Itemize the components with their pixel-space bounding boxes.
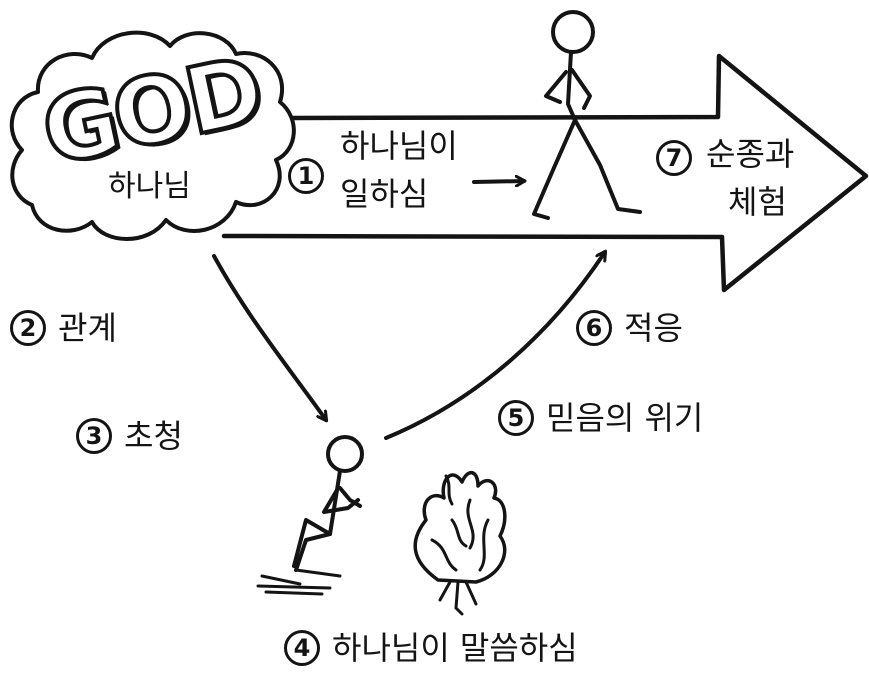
step-1-line-2: 일하심 — [340, 175, 429, 213]
step-4: 4 하나님이 말씀하심 — [284, 630, 578, 666]
step-number-badge: 4 — [284, 630, 320, 666]
big-arrow-icon — [221, 53, 869, 293]
step-3-label: 초청 — [124, 417, 183, 455]
step-1-line-1: 하나님이 — [340, 127, 458, 165]
burning-bush-icon — [413, 471, 507, 616]
step-2: 2 관계 — [10, 310, 117, 346]
down-curve-arrow — [212, 254, 326, 420]
step-5-label: 믿음의 위기 — [546, 399, 704, 437]
step-7-line-1: 순종과 — [706, 135, 795, 173]
cloud-icon — [9, 30, 296, 241]
step-5: 5 믿음의 위기 — [498, 400, 703, 436]
step-6: 6 적응 — [576, 310, 683, 346]
cloud-subtitle: 하나님 — [108, 169, 191, 204]
step-7-line-2: 체험 — [728, 183, 787, 221]
step-6-label: 적응 — [624, 309, 683, 347]
step-1: 1 — [288, 158, 336, 194]
step-number-badge: 3 — [76, 418, 112, 454]
small-right-arrow — [472, 181, 524, 182]
up-curve-arrow — [384, 252, 605, 440]
step-number-badge: 2 — [10, 310, 46, 346]
step-3: 3 초청 — [76, 418, 183, 454]
walking-person-icon — [532, 10, 642, 220]
kneeling-person-icon — [256, 435, 364, 596]
step-number-badge: 5 — [498, 400, 534, 436]
step-number-badge: 7 — [656, 140, 692, 176]
step-number-badge: 6 — [576, 310, 612, 346]
step-4-label: 하나님이 말씀하심 — [332, 629, 578, 667]
step-2-label: 관계 — [58, 309, 117, 347]
step-7: 7 — [656, 140, 704, 176]
step-number-badge: 1 — [288, 158, 324, 194]
